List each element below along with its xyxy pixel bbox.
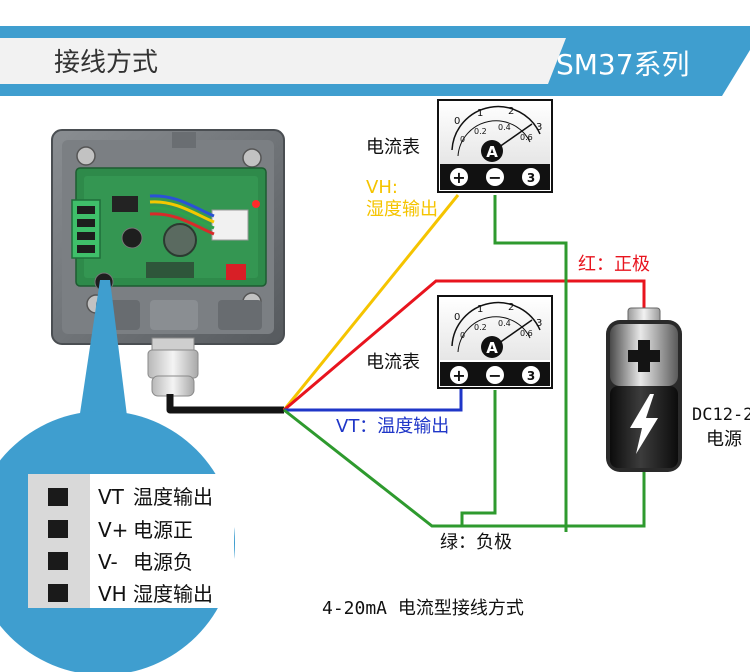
svg-text:2: 2	[508, 106, 514, 117]
sensor-hole	[163, 223, 197, 257]
chip-icon	[112, 196, 138, 212]
pin-label: 湿度输出	[133, 582, 213, 606]
svg-text:0: 0	[454, 116, 460, 127]
wire-vh-yellow	[282, 194, 460, 411]
pin-code: V+	[98, 518, 128, 542]
wire-meter1-return	[493, 195, 568, 532]
battery-voltage-label: DC12-2	[692, 405, 750, 425]
wire-vt-blue	[284, 385, 463, 412]
terminal-square-icon	[48, 520, 68, 538]
sensor-cable	[166, 394, 284, 414]
ammeter-2-label: 电流表	[366, 352, 420, 373]
minus-terminal-icon	[486, 168, 504, 186]
terminal-3-icon	[522, 366, 540, 384]
series-label: SM37系列	[556, 48, 690, 81]
terminal-3-icon	[522, 168, 540, 186]
battery	[606, 307, 682, 472]
svg-text:A: A	[486, 143, 498, 161]
wire-meter2-return	[460, 390, 497, 526]
svg-text:2: 2	[508, 302, 514, 313]
green-wire-label: 绿：负极	[440, 532, 512, 553]
battery-power-label: 电源	[706, 429, 742, 450]
pin-label: 电源正	[133, 518, 193, 542]
pin-label: 电源负	[133, 550, 193, 574]
svg-text:A: A	[486, 339, 498, 357]
svg-text:3: 3	[527, 171, 535, 185]
diagram-caption: 4-20mA 电流型接线方式	[322, 598, 524, 619]
svg-text:−: −	[488, 366, 501, 385]
terminal-legend: VT 温度输出 V+ 电源正 V- 电源负 VH 湿度输出	[48, 485, 213, 606]
svg-text:+: +	[452, 366, 465, 385]
svg-text:0.4: 0.4	[498, 123, 511, 132]
screw-icon	[76, 146, 96, 166]
terminal-square-icon	[48, 584, 68, 602]
ammeter-1: 0 1 2 3 0 0.2 0.4 0.6 A + − 3	[437, 99, 553, 193]
connector-icon	[211, 209, 249, 241]
svg-text:0.2: 0.2	[474, 127, 487, 136]
unit-badge	[481, 140, 503, 162]
svg-text:3: 3	[536, 318, 542, 329]
page-title: 接线方式	[54, 48, 158, 78]
plus-terminal-icon	[450, 366, 468, 384]
pin-code: V-	[98, 550, 118, 574]
svg-text:1: 1	[477, 304, 483, 315]
vh-label-desc: 湿度输出	[366, 199, 438, 220]
vt-wire-label: VT：温度输出	[336, 416, 449, 437]
svg-text:0: 0	[460, 331, 465, 340]
terminal-square-icon	[48, 552, 68, 570]
ammeter-1-label: 电流表	[366, 137, 420, 158]
svg-text:1: 1	[477, 108, 483, 119]
pin-label: 温度输出	[133, 485, 213, 509]
led-icon	[252, 200, 260, 208]
svg-text:0.2: 0.2	[474, 323, 487, 332]
svg-text:3: 3	[527, 369, 535, 383]
unit-badge	[481, 336, 503, 358]
capacitor-icon	[121, 227, 143, 249]
wires	[282, 194, 646, 532]
screw-icon	[242, 148, 262, 168]
lightning-icon	[630, 394, 658, 454]
header-title-panel	[0, 38, 540, 84]
cable-gland	[147, 337, 199, 397]
vh-label: VH:	[366, 177, 398, 198]
svg-text:3: 3	[536, 122, 542, 133]
svg-text:0.4: 0.4	[498, 319, 511, 328]
dip-switch-icon	[226, 264, 246, 280]
plus-terminal-icon	[450, 168, 468, 186]
svg-text:−: −	[488, 168, 501, 187]
minus-terminal-icon	[486, 366, 504, 384]
zoom-pointer	[76, 280, 130, 440]
svg-text:0.6: 0.6	[520, 329, 533, 338]
svg-text:0.6: 0.6	[520, 133, 533, 142]
sensor-enclosure	[51, 129, 285, 345]
ammeter-2: 0 1 2 3 0 0.2 0.4 0.6 A + − 3	[437, 295, 553, 389]
red-wire-label: 红：正极	[578, 254, 650, 275]
pin-code: VH	[98, 582, 127, 606]
wire-green-negative	[283, 408, 646, 528]
svg-text:0: 0	[460, 135, 465, 144]
terminal-square-icon	[48, 488, 68, 506]
wire-red-positive	[283, 279, 646, 412]
svg-text:+: +	[452, 168, 465, 187]
pin-code: VT	[98, 485, 125, 509]
svg-text:0: 0	[454, 312, 460, 323]
header-banner: 接线方式 SM37系列	[0, 26, 750, 96]
